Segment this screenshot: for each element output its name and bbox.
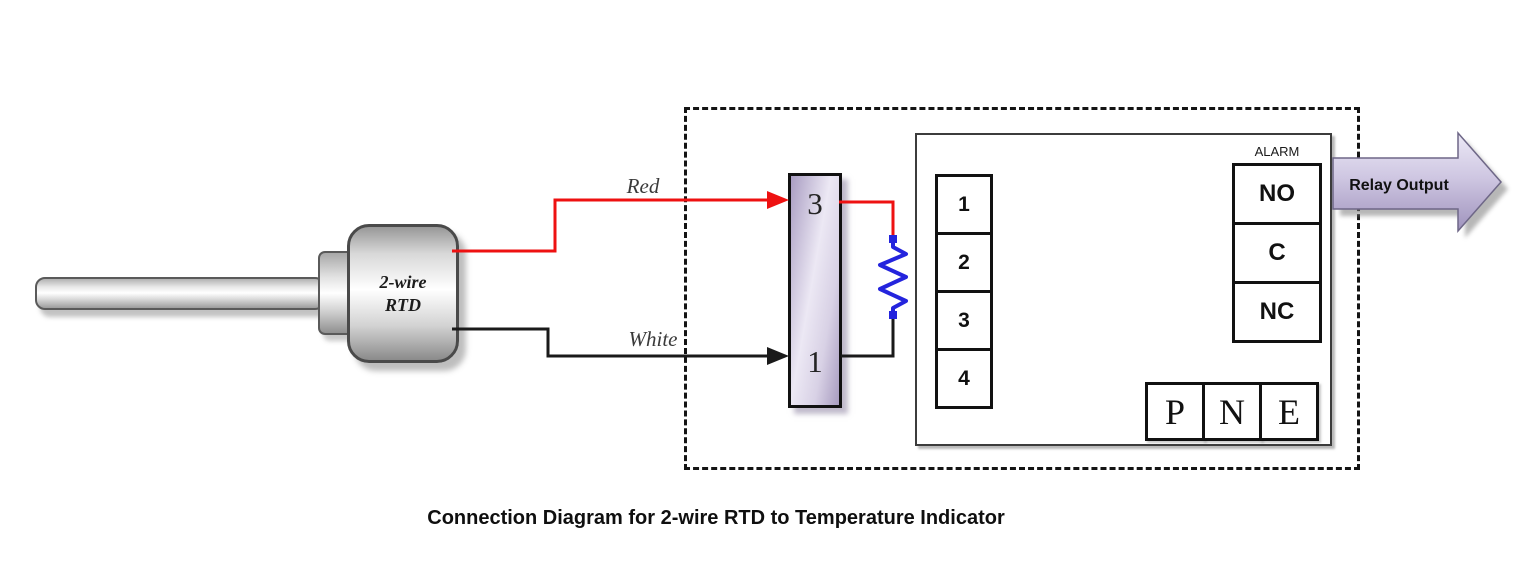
input-terminal-1-label: 1 [958, 192, 970, 216]
power-terminal-n: N [1202, 382, 1262, 441]
alarm-title: ALARM [1254, 144, 1300, 159]
red-wire-label: Red [626, 174, 660, 198]
input-terminal-4: 4 [935, 348, 993, 409]
alarm-terminal-nc: NC [1232, 281, 1322, 343]
relay-output-label: Relay Output [1349, 177, 1449, 194]
alarm-terminal-c-label: C [1268, 239, 1286, 266]
rtd-terminal-strip: 3 1 [788, 173, 842, 408]
power-terminal-e-label: E [1278, 391, 1300, 432]
alarm-terminal-no: NO [1232, 163, 1322, 225]
diagram-caption: Connection Diagram for 2-wire RTD to Tem… [427, 507, 1005, 529]
power-terminal-p: P [1145, 382, 1205, 441]
alarm-terminal-nc-label: NC [1259, 298, 1295, 325]
alarm-terminal-c: C [1232, 222, 1322, 284]
white-wire-label: White [628, 327, 678, 351]
power-terminal-n-label: N [1219, 391, 1245, 432]
probe-label-line2: RTD [385, 294, 421, 315]
input-terminal-column: 1 2 3 4 [935, 174, 993, 409]
rtd-probe-head: 2-wire RTD [347, 224, 459, 363]
probe-label-line1: 2-wire [379, 271, 427, 292]
input-terminal-3: 3 [935, 290, 993, 351]
alarm-terminal-column: NO C NC [1232, 163, 1322, 343]
power-terminal-p-label: P [1164, 391, 1186, 432]
power-terminal-e: E [1259, 382, 1319, 441]
input-terminal-3-label: 3 [958, 308, 970, 332]
rtd-probe-shaft [35, 277, 325, 310]
alarm-terminal-no-label: NO [1259, 180, 1295, 207]
strip-terminal-1-label: 1 [807, 344, 823, 379]
strip-terminal-3-label: 3 [807, 186, 823, 221]
input-terminal-4-label: 4 [958, 366, 970, 390]
input-terminal-2-label: 2 [958, 250, 970, 274]
relay-arrow-shadow [1340, 140, 1508, 238]
indicator-dashed-enclosure [684, 107, 1360, 470]
input-terminal-1: 1 [935, 174, 993, 235]
input-terminal-2: 2 [935, 232, 993, 293]
power-terminal-row: P N E [1145, 382, 1319, 441]
